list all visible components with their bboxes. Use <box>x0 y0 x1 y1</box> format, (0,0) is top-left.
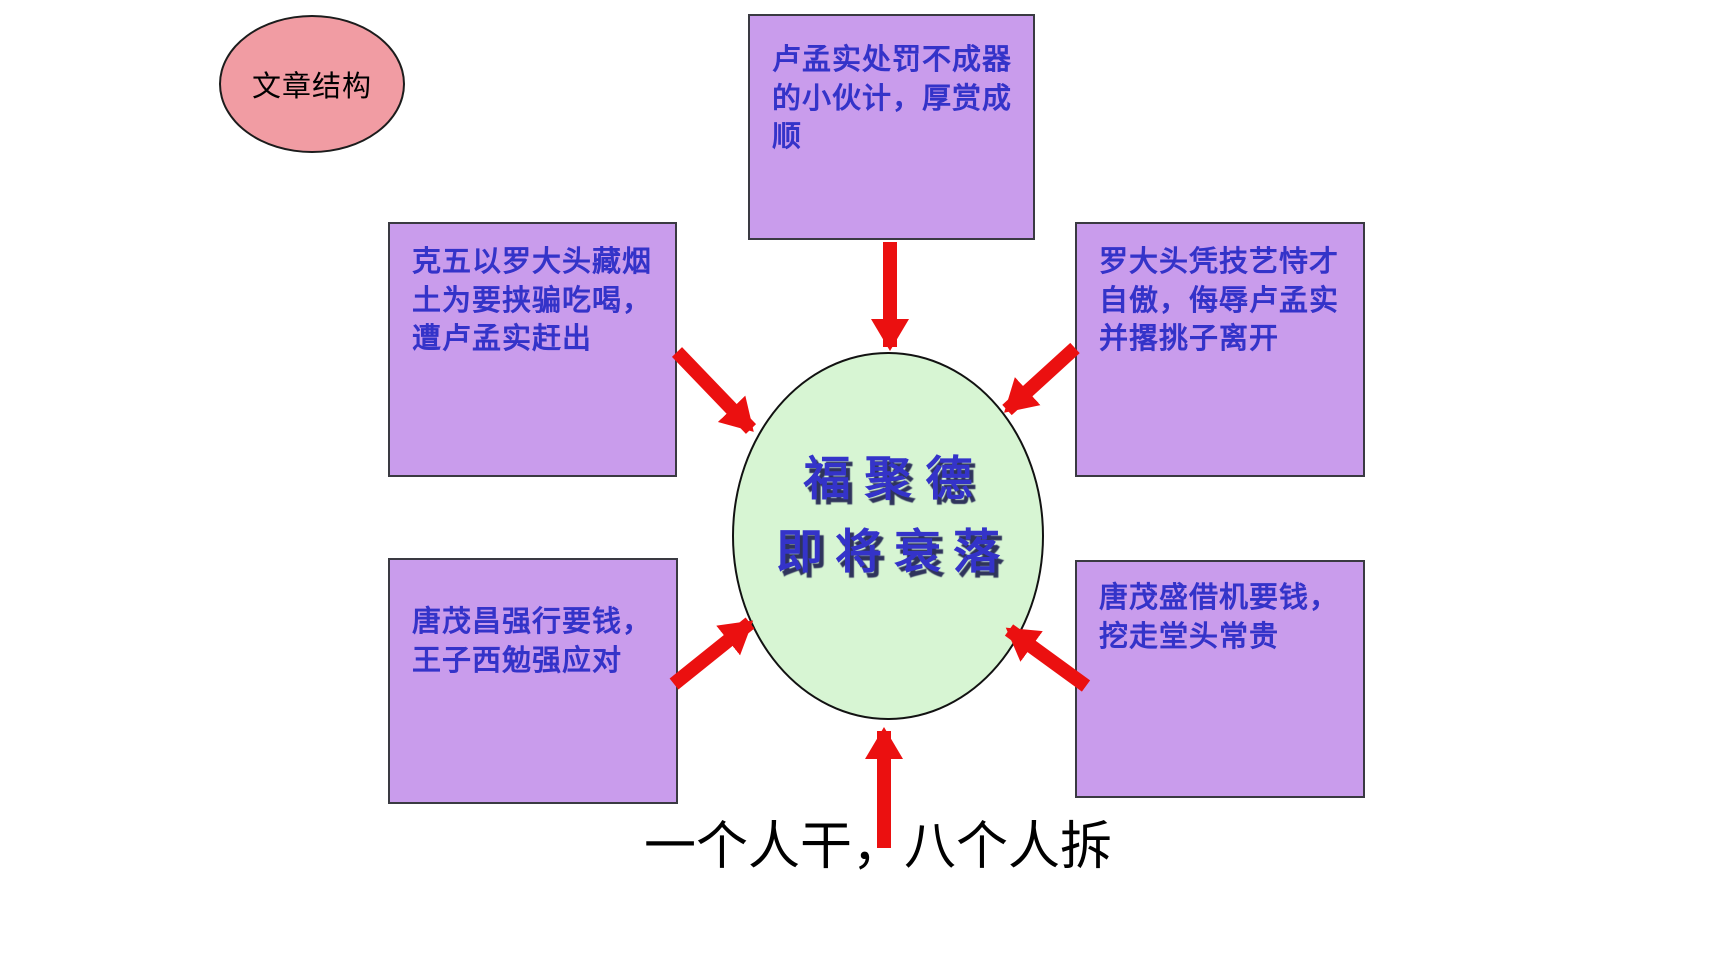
arrow-right-to-center <box>1002 342 1080 416</box>
event-box-bottom-left-text: 唐茂昌强行要钱，王子西勉强应对 <box>412 604 653 677</box>
event-box-bottom-left: 唐茂昌强行要钱，王子西勉强应对 <box>388 558 678 804</box>
title-bubble: 文章结构 <box>219 15 405 153</box>
caption: 一个人干，八个人拆 <box>643 817 1113 877</box>
event-box-right-text: 罗大头凭技艺恃才自傲，侮辱卢孟实并撂挑子离开 <box>1099 244 1340 356</box>
center-ellipse: 福聚德 即将衰落 <box>732 352 1044 720</box>
event-box-left-text: 克五以罗大头藏烟土为要挟骗吃喝，遭卢孟实赶出 <box>412 244 653 356</box>
center-ellipse-line2: 即将衰落 <box>776 525 1012 580</box>
arrow-left-to-center <box>671 347 757 434</box>
event-box-bottom-right: 唐茂盛借机要钱，挖走堂头常贵 <box>1075 560 1365 798</box>
event-box-bottom-right-text: 唐茂盛借机要钱，挖走堂头常贵 <box>1099 580 1340 653</box>
center-ellipse-line1: 福聚德 <box>803 452 987 508</box>
event-box-left: 克五以罗大头藏烟土为要挟骗吃喝，遭卢孟实赶出 <box>388 222 677 477</box>
event-box-top-text: 卢孟实处罚不成器的小伙计，厚赏成顺 <box>772 42 1013 154</box>
title-bubble-label: 文章结构 <box>251 69 372 103</box>
arrow-bottom-left-to-center <box>669 617 755 690</box>
event-box-top: 卢孟实处罚不成器的小伙计，厚赏成顺 <box>748 14 1035 240</box>
event-box-right: 罗大头凭技艺恃才自傲，侮辱卢孟实并撂挑子离开 <box>1075 222 1365 477</box>
center-ellipse-text: 福聚德 即将衰落 <box>764 444 1012 590</box>
